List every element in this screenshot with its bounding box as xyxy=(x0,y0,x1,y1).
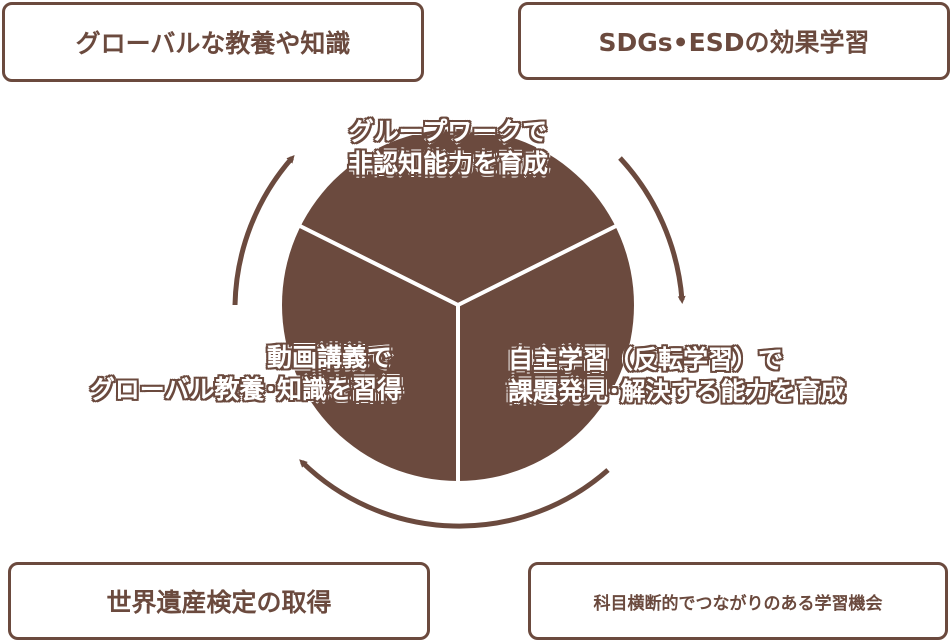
box-cross-subject: 科目横断的でつながりのある学習機会 xyxy=(528,562,948,640)
segment-label-line: 動画講義で xyxy=(266,343,392,372)
segment-label-group-work: グループワークで 非認知能力を育成 xyxy=(318,116,578,180)
segment-label-line: 非認知能力を育成 xyxy=(347,149,548,178)
box-global-knowledge: グローバルな教養や知識 xyxy=(2,2,424,82)
segment-label-line: グループワークで xyxy=(348,117,548,146)
box-world-heritage: 世界遺産検定の取得 xyxy=(8,562,430,640)
divider-line xyxy=(295,222,459,307)
segment-label-line: グローバル教養･知識を習得 xyxy=(89,375,402,404)
arrow-bottom xyxy=(299,459,610,529)
segment-label-line: 課題発見･解決する能力を育成 xyxy=(508,377,846,406)
segment-label-line: 自主学習（反転学習）で xyxy=(508,345,784,374)
segment-label-self-study: 自主学習（反転学習）で 課題発見･解決する能力を育成 xyxy=(508,344,938,408)
arrow-top-right xyxy=(618,156,686,304)
divider-line xyxy=(457,222,621,307)
arrow-left xyxy=(232,154,295,306)
box-sdgs-esd: SDGs•ESDの効果学習 xyxy=(518,2,950,80)
segment-label-video-lecture: 動画講義で グローバル教養･知識を習得 xyxy=(2,342,402,406)
